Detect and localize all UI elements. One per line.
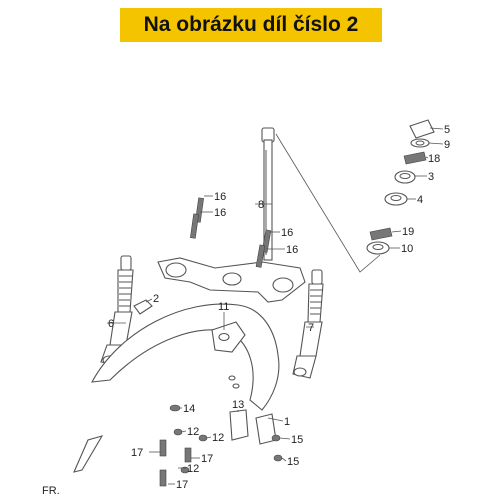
callout-17-a: 17 xyxy=(131,447,143,459)
callout-9: 9 xyxy=(444,139,450,151)
triple-clamp[interactable] xyxy=(157,257,306,303)
clip-part-2[interactable] xyxy=(133,299,153,315)
callout-14: 14 xyxy=(183,403,195,415)
front-marker-label: FR. xyxy=(42,485,60,497)
callout-6: 6 xyxy=(108,318,114,330)
leader-lines xyxy=(107,127,444,485)
callout-7: 7 xyxy=(308,322,314,334)
front-direction-arrow-icon xyxy=(73,435,104,473)
bearing-parts[interactable] xyxy=(366,119,435,255)
bolts-16[interactable] xyxy=(190,197,272,268)
callout-16-d: 16 xyxy=(286,244,298,256)
callout-16-b: 16 xyxy=(214,207,226,219)
callout-10: 10 xyxy=(401,243,413,255)
callout-2: 2 xyxy=(153,293,159,305)
callout-13: 13 xyxy=(232,399,244,411)
callout-18: 18 xyxy=(428,153,440,165)
callout-16-a: 16 xyxy=(214,191,226,203)
callout-3: 3 xyxy=(428,171,434,183)
callout-11: 11 xyxy=(218,301,229,313)
callout-5: 5 xyxy=(444,124,450,136)
callout-19: 19 xyxy=(402,226,414,238)
lower-small-parts[interactable] xyxy=(159,404,283,487)
callout-12-b: 12 xyxy=(212,432,224,444)
callout-labels: 5 9 18 3 4 19 10 8 16 16 16 16 2 6 11 7 … xyxy=(42,124,450,497)
right-fork-leg[interactable] xyxy=(292,269,324,379)
callout-16-c: 16 xyxy=(281,227,293,239)
title-text: Na obrázku díl číslo 2 xyxy=(143,13,359,36)
callout-15-b: 15 xyxy=(287,456,299,468)
callout-17-c: 17 xyxy=(176,479,188,491)
callout-4: 4 xyxy=(417,194,423,206)
callout-15-a: 15 xyxy=(291,434,303,446)
callout-12-c: 12 xyxy=(187,463,199,475)
callout-8: 8 xyxy=(258,199,264,211)
callout-12-a: 12 xyxy=(187,426,199,438)
title-banner: Na obrázku díl číslo 2 xyxy=(120,8,382,42)
callout-17-b: 17 xyxy=(201,453,213,465)
callout-1: 1 xyxy=(284,416,290,428)
front-fender[interactable] xyxy=(91,303,280,411)
